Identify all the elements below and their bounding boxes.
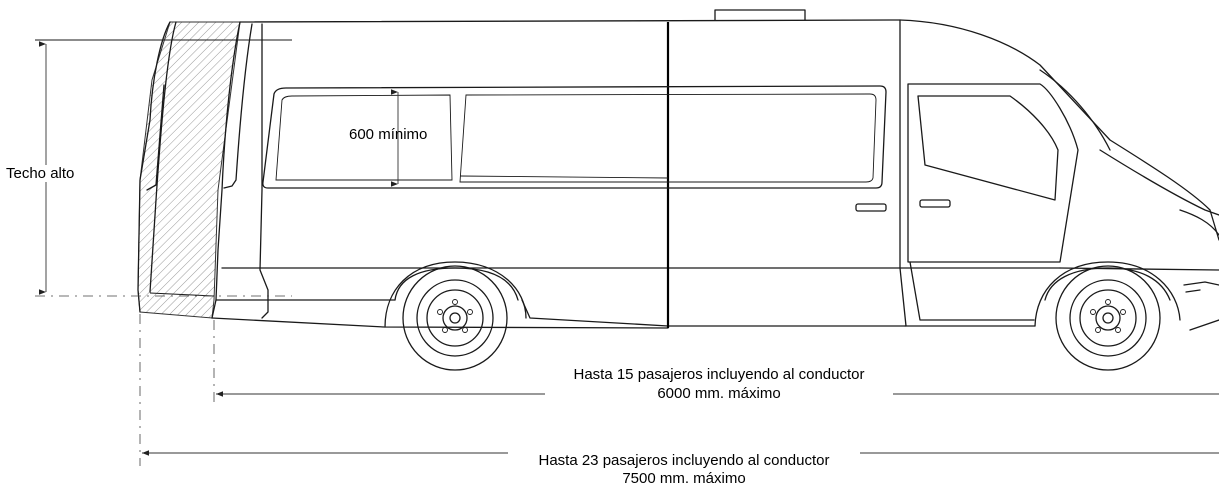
- dimension-23-title: Hasta 23 pasajeros incluyendo al conduct…: [508, 452, 860, 469]
- rear-extension: [137, 21, 241, 319]
- rear-wheel: [384, 261, 527, 371]
- front-wheel: [1034, 261, 1181, 371]
- roof-height-label: Techo alto: [6, 165, 75, 182]
- dimension-23-value: 7500 mm. máximo: [508, 470, 860, 487]
- window-min-label: 600 mínimo: [349, 126, 428, 143]
- extension-lines: [139, 314, 215, 466]
- van-body: [211, 9, 1219, 331]
- dimension-15-title: Hasta 15 pasajeros incluyendo al conduct…: [545, 366, 893, 383]
- dimension-15-value: 6000 mm. máximo: [545, 385, 893, 402]
